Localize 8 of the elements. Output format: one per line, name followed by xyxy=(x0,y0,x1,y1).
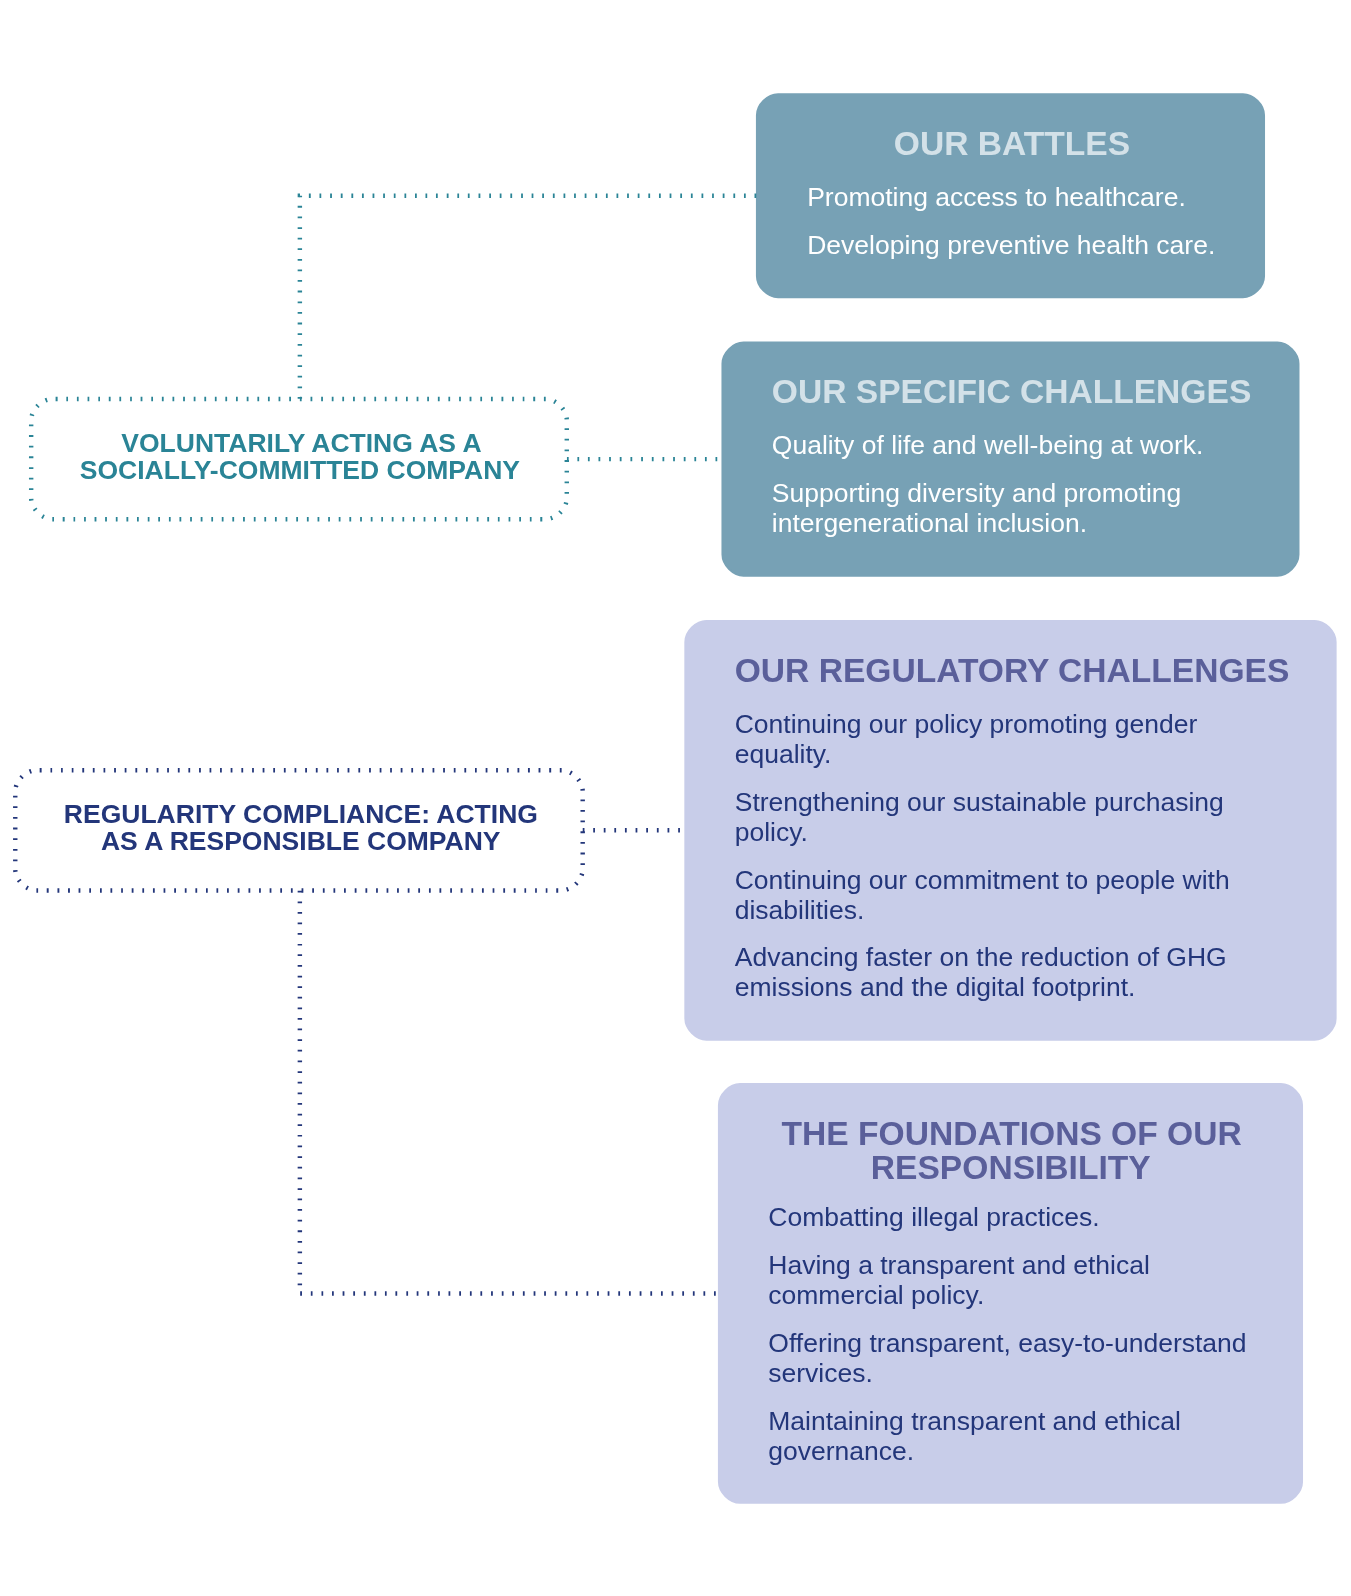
node-box: REGULARITY COMPLIANCE: ACTING AS A RESPONSIBLE COMPANY xyxy=(13,767,585,893)
node-box: OUR SPECIFIC CHALLENGES Quality of life and well-being at work. Supporting diversity and promoting intergenerational inclusion. xyxy=(721,341,1300,577)
connector xyxy=(297,193,757,399)
node-box: THE FOUNDATIONS OF OUR RESPONSIBILITY Combatting illegal practices. Having a transparent and ethical commercial policy. Offering transparent, easy-to-understand services. Maintaining transparent and ethical governance. xyxy=(717,1082,1304,1504)
node-box: VOLUNTARILY ACTING AS A SOCIALLY-COMMITTED COMPANY xyxy=(28,396,569,521)
node-box: OUR BATTLES Promoting access to healthcare. Developing preventive health care. xyxy=(755,92,1266,298)
connector xyxy=(297,890,719,1296)
node-box: OUR REGULATORY CHALLENGES Continuing our policy promoting gender equality. Strengthening our sustainable purchasing policy. Continuing our commitment to people with disabilities. Advancing faster on the reduction of GHG emissions and the digital footprint. xyxy=(684,619,1337,1041)
